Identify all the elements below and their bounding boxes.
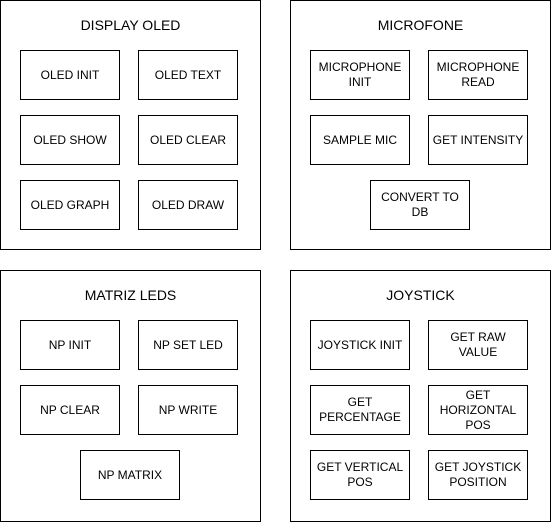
node-oled-show: OLED SHOW: [20, 115, 120, 165]
group-display-oled: DISPLAY OLED OLED INIT OLED TEXT OLED SH…: [0, 0, 261, 250]
node-get-vertical-pos: GET VERTICAL POS: [310, 450, 410, 500]
node-microphone-init: MICROPHONE INIT: [310, 50, 410, 100]
group-title: JOYSTICK: [386, 287, 455, 303]
node-get-horizontal-pos: GET HORIZONTAL POS: [428, 385, 528, 435]
group-matriz-leds: MATRIZ LEDS NP INIT NP SET LED NP CLEAR …: [0, 270, 261, 522]
node-np-write: NP WRITE: [138, 385, 238, 435]
node-np-matrix: NP MATRIX: [80, 450, 180, 500]
group-title: MICROFONE: [377, 17, 464, 33]
node-get-percentage: GET PERCENTAGE: [310, 385, 410, 435]
node-convert-to-db: CONVERT TO DB: [370, 180, 470, 230]
node-get-raw-value: GET RAW VALUE: [428, 320, 528, 370]
node-sample-mic: SAMPLE MIC: [310, 115, 410, 165]
group-title: DISPLAY OLED: [80, 17, 181, 33]
group-joystick: JOYSTICK JOYSTICK INIT GET RAW VALUE GET…: [290, 270, 551, 522]
node-get-joystick-position: GET JOYSTICK POSITION: [428, 450, 528, 500]
node-oled-clear: OLED CLEAR: [138, 115, 238, 165]
node-np-set-led: NP SET LED: [138, 320, 238, 370]
node-joystick-init: JOYSTICK INIT: [310, 320, 410, 370]
group-microfone: MICROFONE MICROPHONE INIT MICROPHONE REA…: [290, 0, 551, 250]
node-microphone-read: MICROPHONE READ: [428, 50, 528, 100]
node-oled-text: OLED TEXT: [138, 50, 238, 100]
node-get-intensity: GET INTENSITY: [428, 115, 528, 165]
node-oled-init: OLED INIT: [20, 50, 120, 100]
node-oled-graph: OLED GRAPH: [20, 180, 120, 230]
group-title: MATRIZ LEDS: [84, 287, 177, 303]
node-oled-draw: OLED DRAW: [138, 180, 238, 230]
node-np-clear: NP CLEAR: [20, 385, 120, 435]
node-np-init: NP INIT: [20, 320, 120, 370]
